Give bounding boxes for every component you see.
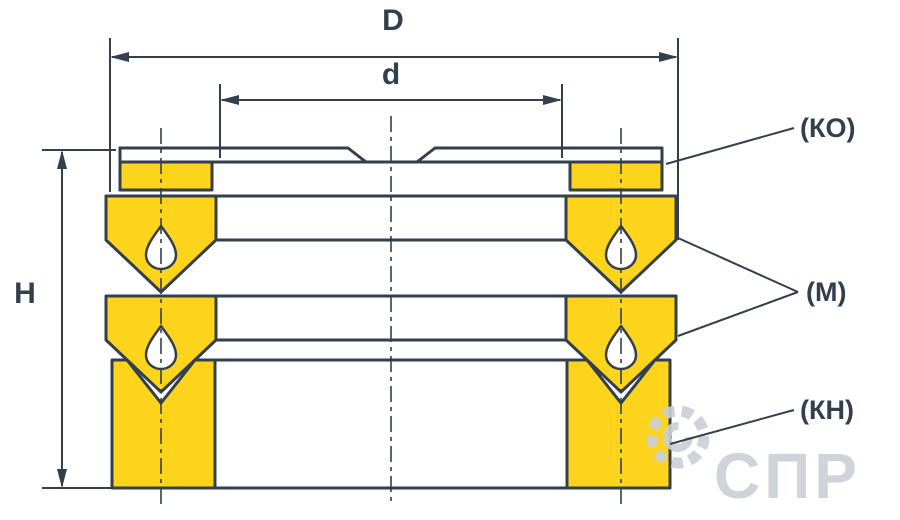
arrowhead-left-icon [220, 95, 239, 105]
dimension-inner-diameter: d [219, 58, 563, 158]
leader-bottom-ring [669, 409, 795, 445]
arrowhead-right-icon [659, 52, 678, 62]
ring-section-right [568, 160, 664, 192]
callout-top-ring-label: (КО) [800, 113, 855, 143]
centerlines [160, 116, 622, 506]
arrowhead-down-icon [57, 469, 67, 488]
leader-seal-row-2 [677, 291, 799, 337]
arrowhead-left-icon [110, 52, 129, 62]
watermark-text: СПР [714, 440, 861, 512]
bottom-support-ring [110, 358, 672, 490]
leader-top-ring [665, 127, 795, 165]
watermark: СПР [646, 405, 861, 512]
height-label: H [14, 277, 36, 310]
callout-bottom-ring-label: (КН) [800, 395, 854, 425]
dimension-height: H [14, 149, 116, 489]
arrowhead-right-icon [543, 95, 562, 105]
inner-diameter-label: d [382, 58, 400, 91]
chevron-seal-row-1 [104, 194, 678, 294]
callout-seal-label: (М) [806, 277, 846, 307]
outer-diameter-label: D [382, 4, 404, 37]
watermark-logo-icon [646, 405, 710, 469]
ring-section-left [118, 160, 214, 192]
leader-seal-row-1 [677, 237, 799, 293]
ring-section-right [565, 358, 672, 490]
dimension-outer-diameter: D [109, 4, 679, 240]
callouts: (КО) (М) (КН) [665, 113, 855, 445]
arrowhead-up-icon [57, 150, 67, 169]
ring-section-left [110, 358, 217, 490]
